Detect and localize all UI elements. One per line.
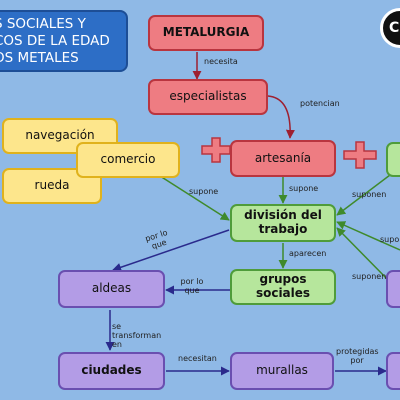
label-protegidas-por: protegidas por bbox=[336, 347, 379, 365]
label-se-transforman-en: se transforman en bbox=[112, 322, 162, 349]
plus-sign-left bbox=[201, 137, 231, 163]
link-right-low-division bbox=[336, 227, 391, 283]
node-partial-right-mid[interactable] bbox=[386, 270, 400, 308]
node-comercio[interactable]: comercio bbox=[76, 142, 180, 178]
plus-sign-right bbox=[343, 141, 377, 169]
node-murallas[interactable]: murallas bbox=[230, 352, 334, 390]
node-partial-right-top[interactable] bbox=[386, 142, 400, 177]
node-metalurgia[interactable]: METALURGIA bbox=[148, 15, 264, 51]
label-suponen-top: suponen bbox=[352, 190, 387, 199]
title-line-1: S SOCIALES Y bbox=[0, 16, 86, 32]
link-especialistas-artesania bbox=[267, 95, 295, 139]
node-partial-right-bottom[interactable] bbox=[386, 352, 400, 390]
node-especialistas[interactable]: especialistas bbox=[148, 79, 268, 115]
label-por-lo-que-horizontal: por lo que bbox=[180, 277, 204, 295]
node-aldeas[interactable]: aldeas bbox=[58, 270, 165, 308]
title-line-3: OS METALES bbox=[0, 49, 79, 66]
node-ciudades[interactable]: ciudades bbox=[58, 352, 165, 390]
label-supone-center: supone bbox=[289, 184, 319, 193]
link-right-mid-division bbox=[336, 221, 400, 251]
map-title: S SOCIALES Y COS DE LA EDAD OS METALES bbox=[0, 10, 128, 72]
link-division-aldeas bbox=[112, 229, 230, 272]
label-supone-left: supone bbox=[189, 187, 219, 196]
link-right-top-division bbox=[336, 174, 391, 216]
node-artesania[interactable]: artesanía bbox=[230, 140, 336, 177]
badge-text: C bbox=[389, 20, 400, 36]
link-comercio-division bbox=[159, 175, 230, 221]
label-suponen-mid: supo bbox=[380, 235, 400, 244]
label-suponen-low: suponen bbox=[352, 272, 387, 281]
label-potencian: potencian bbox=[300, 99, 340, 108]
node-grupos-sociales[interactable]: grupos sociales bbox=[230, 269, 336, 305]
label-necesita: necesita bbox=[204, 57, 238, 66]
label-aparecen: aparecen bbox=[289, 249, 327, 258]
label-necesitan: necesitan bbox=[178, 354, 217, 363]
node-division-del-trabajo[interactable]: división del trabajo bbox=[230, 204, 336, 242]
title-line-2: COS DE LA EDAD bbox=[0, 32, 110, 49]
